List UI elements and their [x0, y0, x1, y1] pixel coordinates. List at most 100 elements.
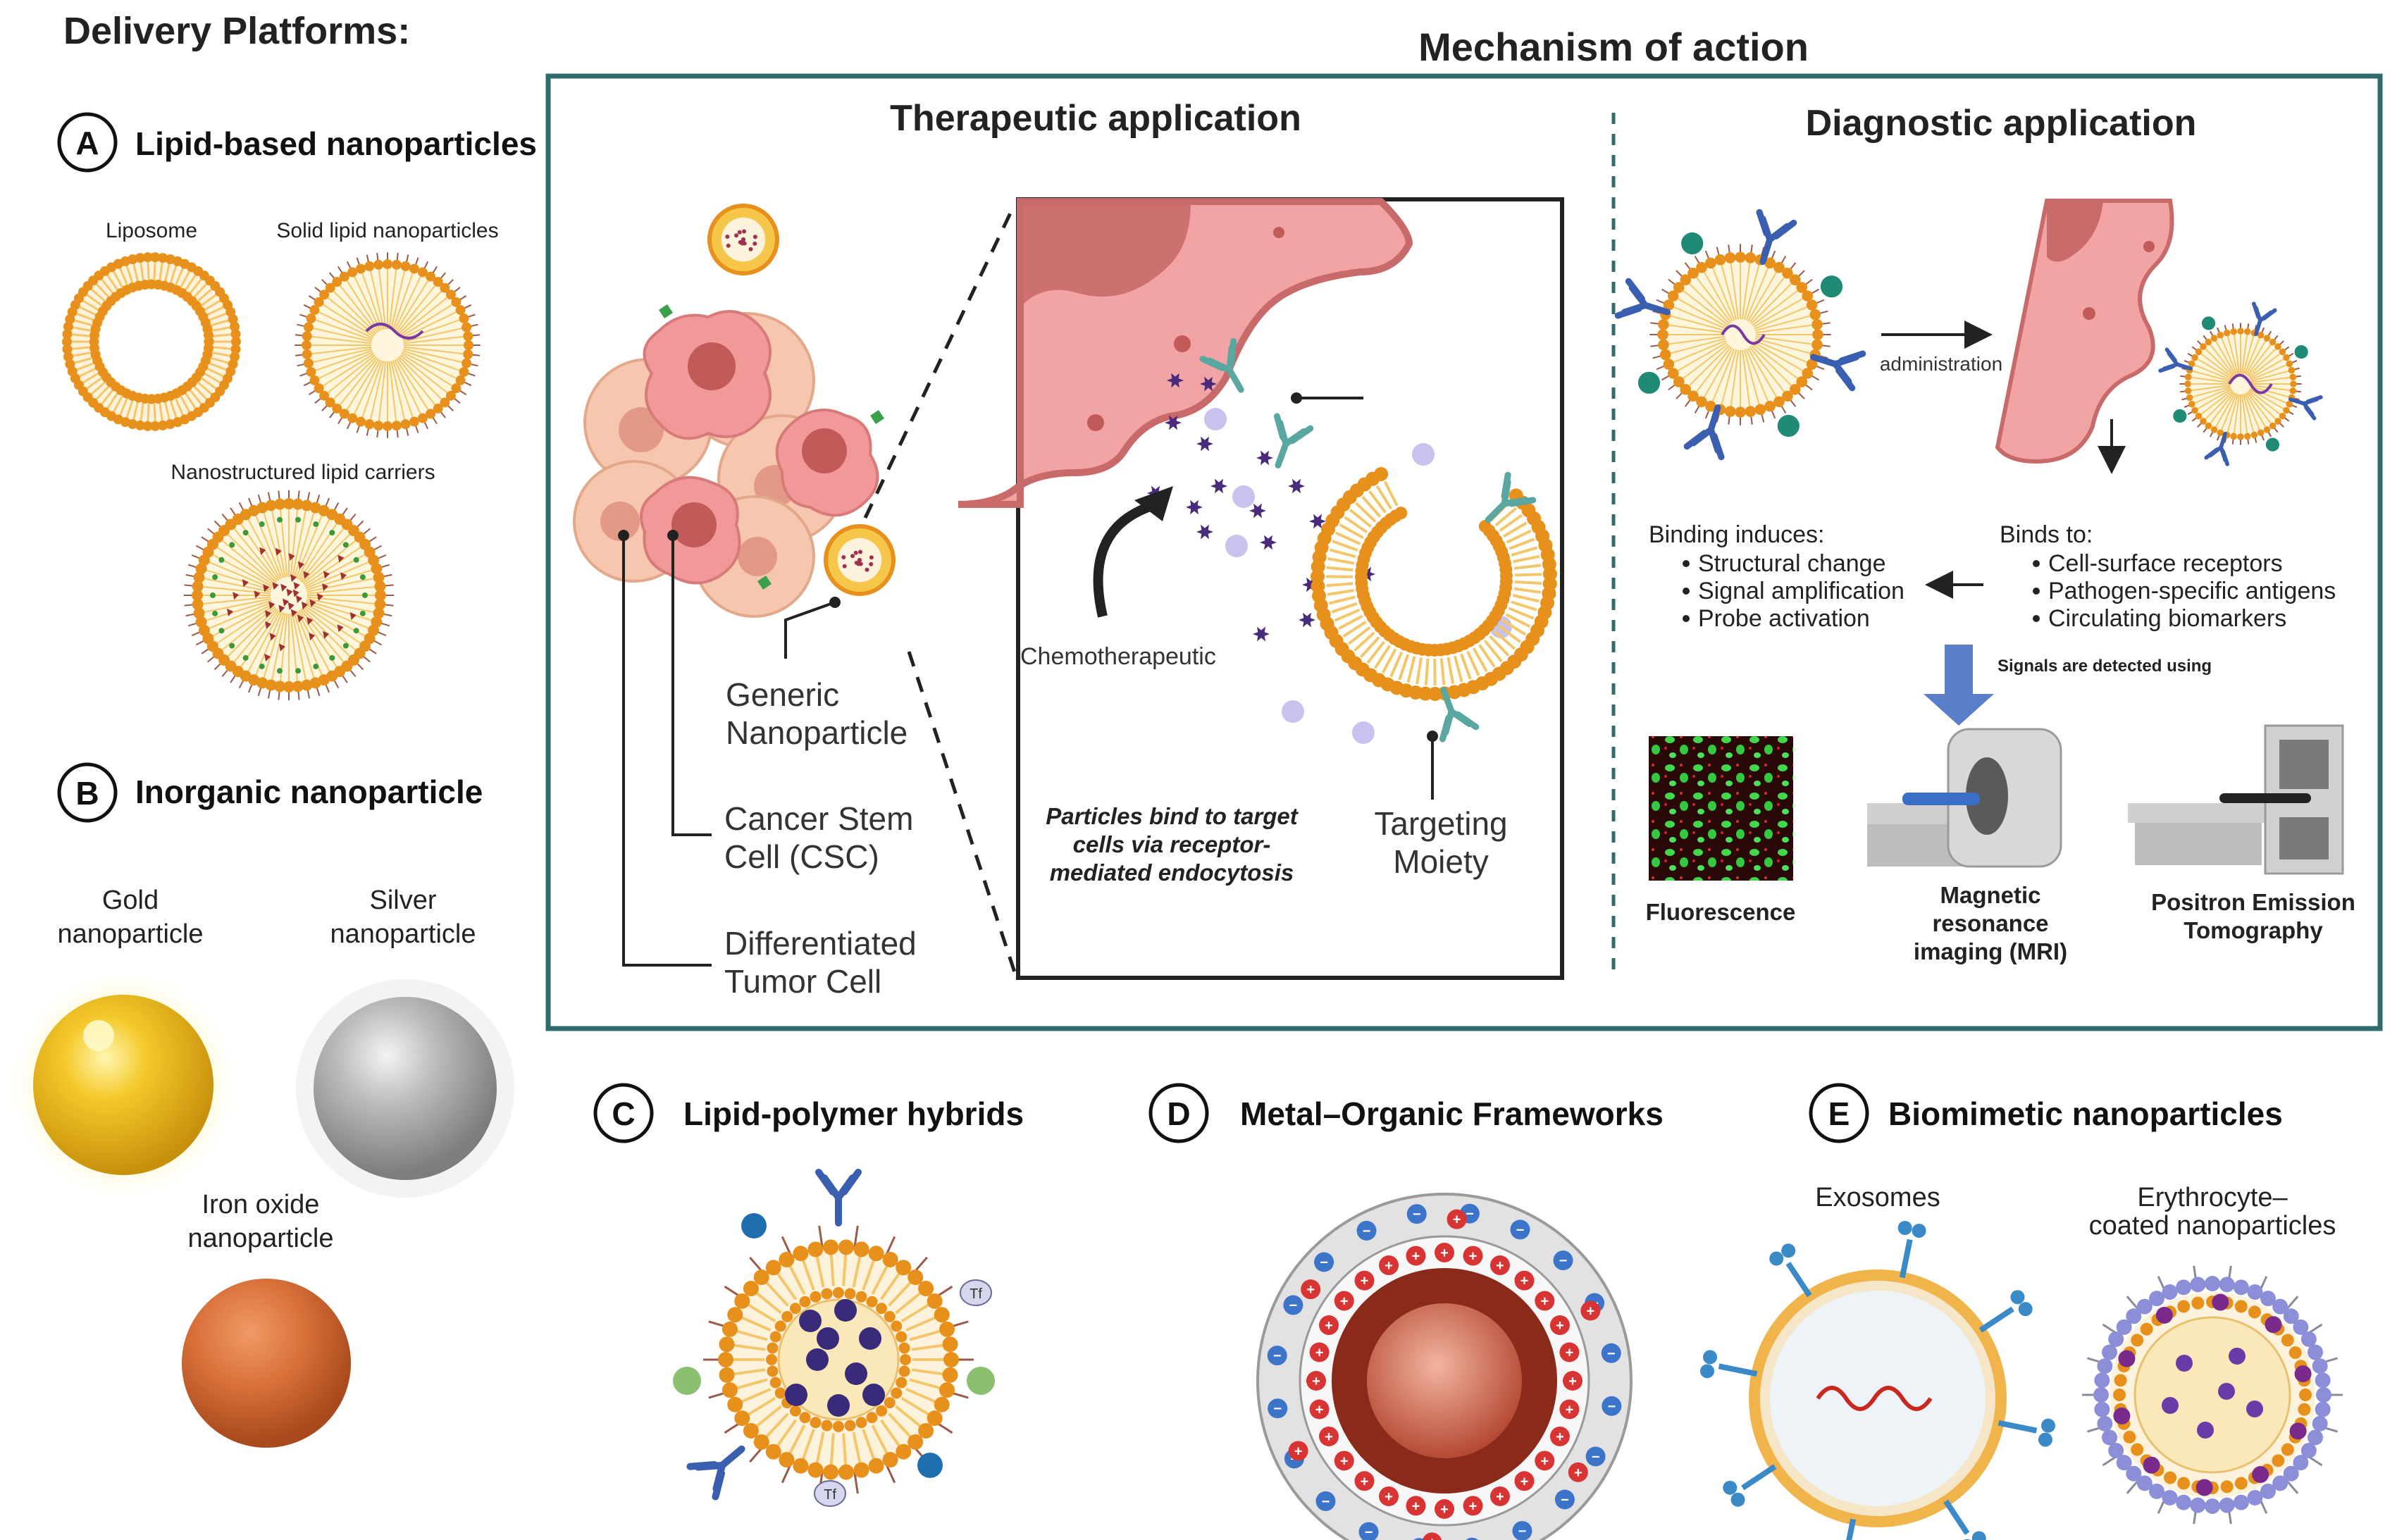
lipid-head [1714, 254, 1726, 266]
antibody-icon [2158, 347, 2193, 373]
lipid-tail [191, 281, 209, 300]
target-cell-interior [2047, 201, 2103, 262]
rbc-membrane-head [2126, 1308, 2142, 1324]
lipid-tail [394, 276, 421, 331]
section-b-badge [57, 762, 118, 823]
np-cargo [869, 555, 874, 560]
mof-ion [1514, 1270, 1535, 1291]
lipid-tail [842, 1433, 848, 1467]
lipid-head [743, 1422, 759, 1439]
rbc-membrane-head [2283, 1308, 2299, 1324]
lipid-head [165, 418, 175, 429]
dtc-label-1: Differentiated [724, 925, 917, 962]
mof-ion-sign: + [1412, 1249, 1420, 1265]
bullet [2033, 588, 2040, 595]
liquid-lipid-droplet [296, 595, 302, 603]
lipid-head [898, 1365, 910, 1377]
lipid-tail [2205, 348, 2234, 378]
exosome-ligand [1781, 1243, 1796, 1258]
lipid-tail [1424, 658, 1430, 685]
lipid-tail [1677, 298, 1728, 328]
lipid-tail [1747, 271, 1777, 322]
lipid-tail [400, 353, 452, 387]
mof-ion [1319, 1315, 1339, 1336]
tumor-cluster [573, 304, 884, 618]
lipid-tail [1389, 651, 1404, 678]
lipid-tail [302, 606, 356, 651]
lipid-tail [764, 1280, 789, 1307]
lipid-tail [346, 358, 380, 410]
liquid-lipid-droplet [263, 584, 270, 592]
lipid-tail [400, 304, 452, 337]
lipid-head [2230, 433, 2238, 440]
lipid-head [302, 349, 312, 359]
lipid-head [409, 416, 419, 427]
exosomes-label: Exosomes [1815, 1183, 1940, 1212]
antibody-icon [2204, 431, 2229, 466]
lipid-head [2257, 331, 2265, 339]
mof-ion-charges: −−−−−−−−−−−−−−−−−−−−++++++++++++++++++++… [1267, 1203, 1622, 1540]
lipid-tail [204, 366, 226, 378]
lipid-head [440, 397, 450, 408]
polymer-core [2133, 1316, 2291, 1474]
section-c: C Lipid-polymer hybrids Tf Tf [593, 1083, 1024, 1507]
mof-ion-sign: + [1361, 1474, 1369, 1489]
lipid-head [1394, 507, 1408, 520]
lipid-tail [402, 349, 460, 371]
lipid-head [882, 1251, 898, 1267]
mof-ion-sign: − [1322, 1494, 1330, 1510]
lipid-head [158, 253, 168, 263]
antibody-arm [2252, 302, 2277, 337]
lipid-tail [735, 1378, 768, 1390]
lipid-head [810, 1417, 822, 1429]
bullet [2033, 615, 2040, 622]
lipid-head [2195, 412, 2203, 420]
lipid-head [927, 1410, 943, 1427]
lipid-head [2177, 1477, 2191, 1490]
surface-ligand [353, 557, 359, 563]
lipid-tail [306, 600, 372, 621]
lipid-tail [1335, 531, 1361, 545]
section-a-title: Lipid-based nanoparticles [135, 125, 537, 162]
open-nanoparticle [1199, 337, 1557, 743]
lipid-head [766, 1354, 777, 1365]
surface-ligand [359, 610, 366, 616]
lipid-tail [105, 272, 120, 294]
antibody-arm [1273, 413, 1314, 468]
lipid-head [2186, 394, 2193, 402]
lipid-tail [2233, 394, 2241, 433]
lipid-tail [1750, 283, 1792, 325]
mof-core [1367, 1303, 1522, 1458]
lipid-tail [1506, 529, 1532, 544]
lipid-tail [1359, 636, 1380, 658]
mof-ion-sign: + [1566, 1402, 1574, 1417]
lipid-tail [2197, 359, 2232, 380]
lipid-head [2281, 1443, 2294, 1456]
mof-ion-sign: + [1556, 1318, 1564, 1334]
lipid-tail [222, 540, 275, 585]
rbc-protein [2118, 1350, 2136, 1367]
surface-ligand [259, 663, 265, 669]
lipid-head [198, 624, 210, 636]
drug-molecule [1165, 415, 1182, 430]
lipid-tail [398, 290, 442, 335]
lipid-head [1687, 267, 1699, 279]
lipid-tail [203, 586, 271, 595]
lipid-tail [2241, 394, 2248, 433]
lipid-tail [403, 335, 464, 344]
lipid-tail [1347, 626, 1371, 645]
lipid-head [898, 1342, 910, 1354]
lipid-head [228, 314, 238, 325]
lipid-head [426, 409, 436, 419]
ligand-ball [673, 1367, 701, 1395]
lipid-tail [1683, 290, 1729, 326]
rbc-membrane-head [2307, 1344, 2323, 1360]
generic-nanoparticle [824, 524, 896, 596]
mof-ion [1512, 1521, 1532, 1540]
liquid-lipid-droplet [278, 604, 285, 613]
leader-dot [829, 597, 841, 608]
pet-patient [2219, 793, 2311, 803]
lipid-head [793, 1458, 809, 1474]
lipid-head [2289, 373, 2297, 381]
